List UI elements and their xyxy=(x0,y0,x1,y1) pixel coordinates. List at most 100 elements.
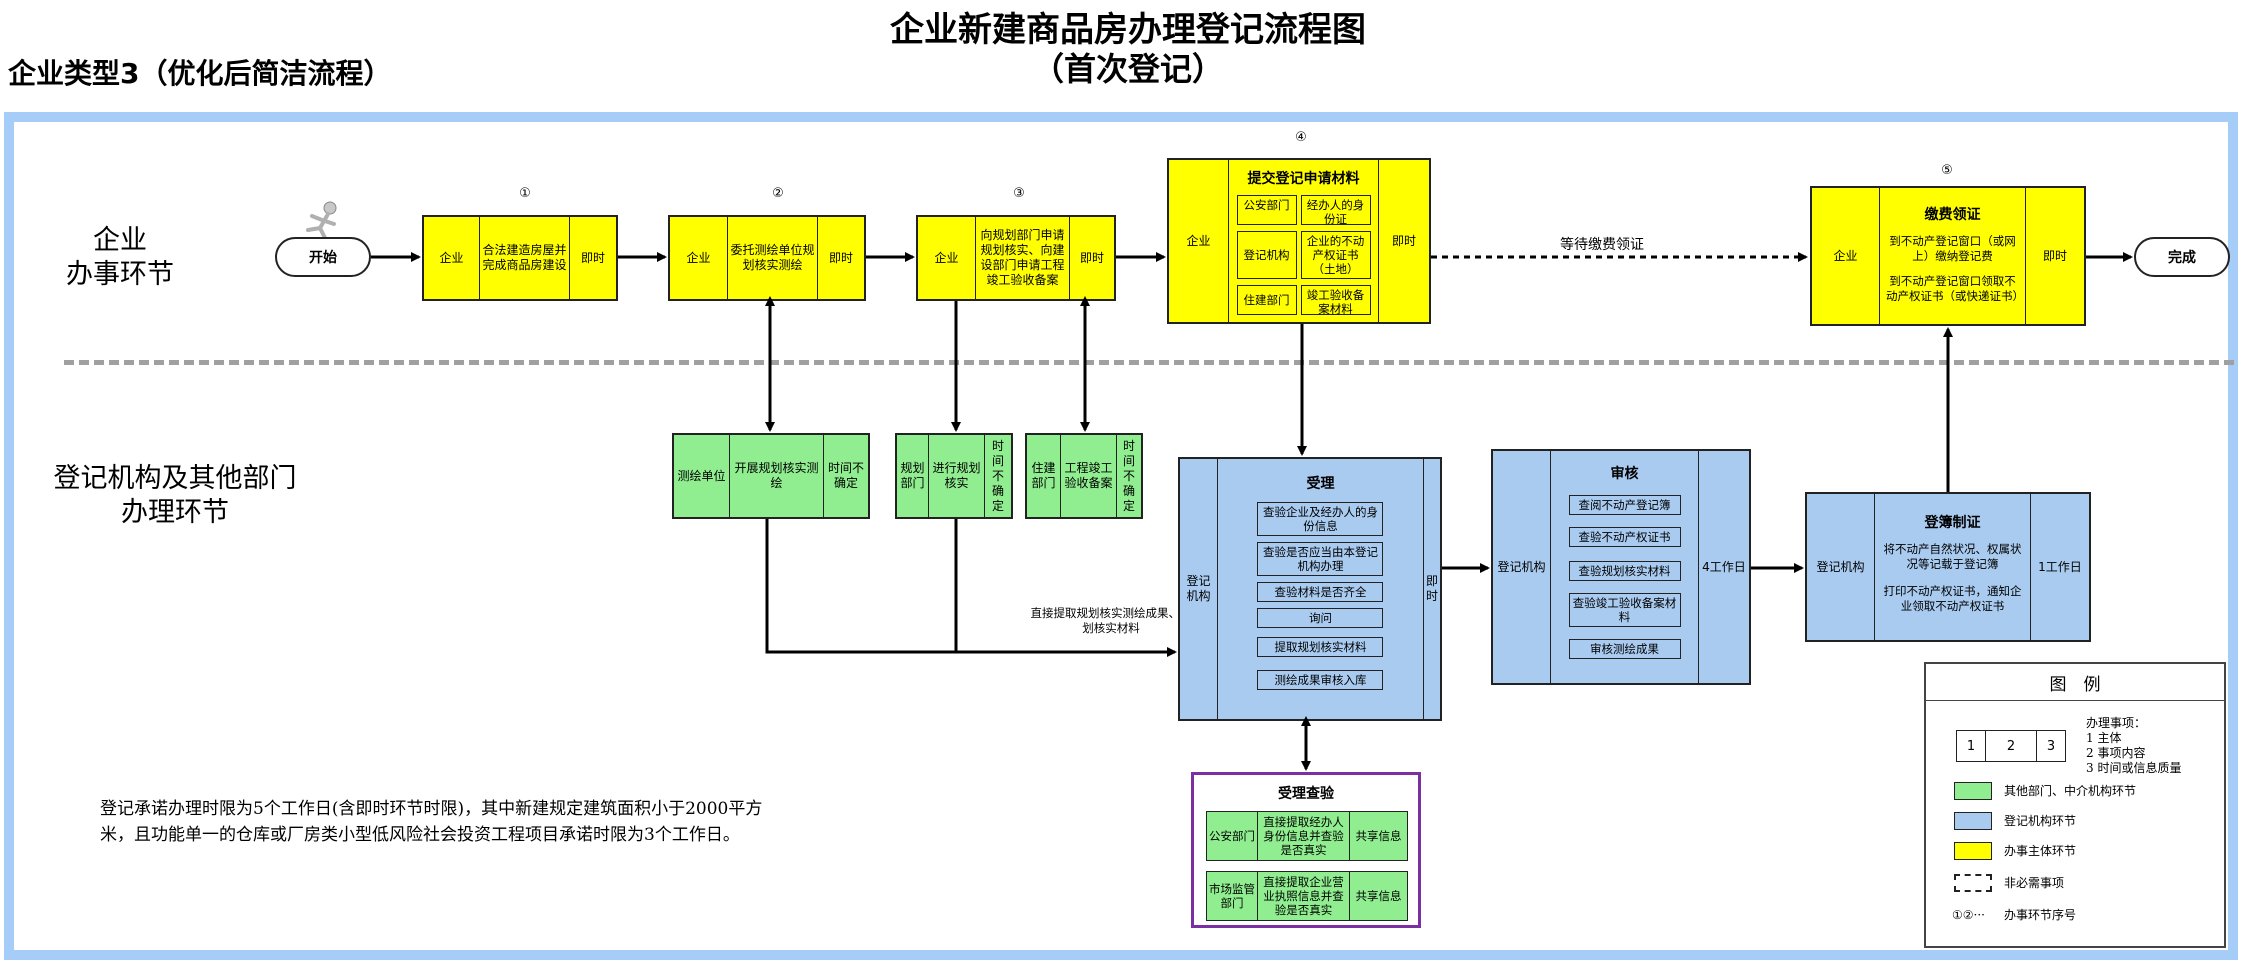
legend-divider xyxy=(1926,700,2224,701)
step-1-subject: 企业 xyxy=(424,217,480,299)
note-line-2: 米，且功能单一的仓库或厂房类小型低风险社会投资工程项目承诺时限为3个工作日。 xyxy=(100,825,740,845)
review-item-1: 查阅不动产登记簿 xyxy=(1568,495,1681,515)
step-3-content: 向规划部门申请规划核实、向建设部门申请工程竣工验收备案 xyxy=(976,217,1070,299)
review-header: 审核 xyxy=(1610,466,1639,482)
step-1-box: 企业 合法建造房屋并完成商品房建设 即时 xyxy=(422,215,618,301)
step-number-1: ① xyxy=(519,186,531,201)
accept-header: 受理 xyxy=(1306,476,1335,492)
legend-yellow-label: 办事主体环节 xyxy=(2004,844,2077,858)
step-5-box: 企业 缴费领证 到不动产登记窗口（或网上）缴纳登记费 到不动产登记窗口领取不动产… xyxy=(1810,186,2086,326)
verify-row-1: 公安部门 直接提取经办人身份信息并查验是否真实 共享信息 xyxy=(1206,811,1408,861)
step-2-content: 委托测绘单位规划核实测绘 xyxy=(728,217,818,299)
lane-label-agency: 登记机构及其他部门办理环节 xyxy=(53,463,297,528)
review-box: 登记机构 审核 查阅不动产登记簿 查验不动产权证书 查验规划核实材料 查验竣工验… xyxy=(1491,449,1751,685)
green-1-subject: 测绘单位 xyxy=(674,435,730,517)
step-4-time: 即时 xyxy=(1391,233,1416,248)
green-box-planning: 规划部门 进行规划核实 时间不确定 xyxy=(895,433,1013,519)
review-item-4: 查验竣工验收备案材料 xyxy=(1568,593,1681,627)
end-node: 完成 xyxy=(2134,237,2230,277)
legend-dashed-swatch xyxy=(1954,874,1992,892)
lane-label-enterprise: 企业办事环节 xyxy=(66,225,174,290)
green-3-subject: 住建部门 xyxy=(1027,435,1061,517)
green-3-time: 时间不确定 xyxy=(1122,438,1135,513)
legend-green-swatch xyxy=(1954,782,1992,800)
commitment-note: 登记承诺办理时限为5个工作日(含即时环节时限)，其中新建规定建筑面积小于2000… xyxy=(100,796,880,848)
legend-cell-3: 3 xyxy=(2037,730,2066,762)
step-3-time: 即时 xyxy=(1079,250,1104,265)
step-number-4: ④ xyxy=(1295,130,1307,145)
accept-item-3: 查验材料是否齐全 xyxy=(1257,582,1384,602)
start-node: 开始 xyxy=(275,237,371,277)
step-2-subject: 企业 xyxy=(670,217,728,299)
step-1-content: 合法建造房屋并完成商品房建设 xyxy=(480,217,570,299)
verify-row-1-content: 直接提取经办人身份信息并查验是否真实 xyxy=(1258,811,1350,861)
legend: 图 例 1 2 3 办理事项： 1 主体 2 事项内容 3 时间或信息质量 其他… xyxy=(1924,662,2226,948)
step-4-dept-1: 公安部门 xyxy=(1236,195,1297,225)
verify-row-2: 市场监管部门 直接提取企业营业执照信息并查验是否真实 共享信息 xyxy=(1206,871,1408,921)
arrow-extract-to-accept xyxy=(765,519,1177,657)
review-subject: 登记机构 xyxy=(1493,451,1551,683)
step-4-doc-1: 经办人的身份证 xyxy=(1300,195,1371,226)
step-5-time: 即时 xyxy=(2042,248,2067,263)
green-2-time: 时间不确定 xyxy=(991,438,1004,513)
legend-sample-box: 1 2 3 xyxy=(1956,730,2066,762)
type-label: 企业类型3（优化后简洁流程） xyxy=(8,57,392,90)
step-number-5: ⑤ xyxy=(1941,163,1953,178)
green-box-construction: 住建部门 工程竣工验收备案 时间不确定 xyxy=(1025,433,1143,519)
record-line-2: 打印不动产权证书，通知企业领取不动产权证书 xyxy=(1883,584,2022,613)
legend-dashed-label: 非必需事项 xyxy=(2004,876,2065,890)
review-time: 4工作日 xyxy=(1702,559,1746,574)
accept-subject: 登记机构 xyxy=(1180,459,1218,719)
accept-item-5: 提取规划核实材料 xyxy=(1257,637,1384,657)
green-1-content: 开展规划核实测绘 xyxy=(730,435,824,517)
legend-numbering-symbol: ①②··· xyxy=(1952,908,1985,922)
step-number-3: ③ xyxy=(1013,186,1025,201)
legend-desc: 办理事项： 1 主体 2 事项内容 3 时间或信息质量 xyxy=(2086,716,2182,775)
step-5-line-2: 到不动产登记窗口领取不动产权证书（或快递证书） xyxy=(1886,274,2024,303)
verify-row-2-dept: 市场监管部门 xyxy=(1206,871,1258,921)
record-subject: 登记机构 xyxy=(1807,494,1875,640)
running-person-icon xyxy=(306,201,337,242)
verify-box: 受理查验 公安部门 直接提取经办人身份信息并查验是否真实 共享信息 市场监管部门… xyxy=(1191,772,1421,928)
green-1-time: 时间不确定 xyxy=(827,461,864,490)
step-4-doc-3: 竣工验收备案材料 xyxy=(1300,285,1371,316)
legend-green-label: 其他部门、中介机构环节 xyxy=(2004,784,2137,798)
note-line-1: 登记承诺办理时限为5个工作日(含即时环节时限)，其中新建规定建筑面积小于2000… xyxy=(100,799,763,819)
legend-blue-label: 登记机构环节 xyxy=(2004,814,2077,828)
page-title: 企业新建商品房办理登记流程图 xyxy=(890,10,1366,50)
verify-row-2-content: 直接提取企业营业执照信息并查验是否真实 xyxy=(1258,871,1350,921)
step-4-header: 提交登记申请材料 xyxy=(1247,171,1360,187)
step-5-content: 缴费领证 到不动产登记窗口（或网上）缴纳登记费 到不动产登记窗口领取不动产权证书… xyxy=(1880,188,2026,324)
accept-item-6: 测绘成果审核入库 xyxy=(1257,670,1384,690)
step-number-2: ② xyxy=(772,186,784,201)
legend-cell-1: 1 xyxy=(1956,730,1986,762)
accept-box: 登记机构 受理 查验企业及经办人的身份信息 查验是否应当由本登记机构办理 查验材… xyxy=(1178,457,1442,721)
step-1-time: 即时 xyxy=(580,250,605,265)
verify-row-1-share: 共享信息 xyxy=(1350,811,1408,861)
green-box-surveying: 测绘单位 开展规划核实测绘 时间不确定 xyxy=(672,433,870,519)
legend-numbering-label: 办事环节序号 xyxy=(2004,908,2077,922)
verify-row-2-share: 共享信息 xyxy=(1350,871,1408,921)
diagram-frame xyxy=(4,112,2238,960)
step-5-header: 缴费领证 xyxy=(1924,207,1981,223)
accept-time: 即时 xyxy=(1425,574,1438,603)
step-4-box: 企业 提交登记申请材料 公安部门 经办人的身份证 登记机构 企业的不动产权证书（… xyxy=(1167,158,1431,324)
green-3-content: 工程竣工验收备案 xyxy=(1061,435,1117,517)
verify-row-1-dept: 公安部门 xyxy=(1206,811,1258,861)
extract-label: 直接提取规划核实测绘成果、规划核实材料 xyxy=(1030,606,1192,635)
record-line-1: 将不动产自然状况、权属状况等记载于登记簿 xyxy=(1883,542,2022,571)
step-3-box: 企业 向规划部门申请规划核实、向建设部门申请工程竣工验收备案 即时 xyxy=(916,215,1116,301)
accept-content: 受理 查验企业及经办人的身份信息 查验是否应当由本登记机构办理 查验材料是否齐全… xyxy=(1218,459,1424,719)
step-4-subject: 企业 xyxy=(1169,160,1229,322)
review-item-5: 审核测绘成果 xyxy=(1568,639,1681,659)
verify-header: 受理查验 xyxy=(1278,786,1334,802)
legend-title: 图 例 xyxy=(2049,675,2101,695)
step-5-subject: 企业 xyxy=(1812,188,1880,324)
record-box: 登记机构 登簿制证 将不动产自然状况、权属状况等记载于登记簿 打印不动产权证书，… xyxy=(1805,492,2091,642)
wait-label: 等待缴费领证 xyxy=(1560,237,1644,253)
legend-yellow-swatch xyxy=(1954,842,1992,860)
lane-divider xyxy=(64,360,2234,365)
record-time: 1工作日 xyxy=(2038,559,2082,574)
step-4-dept-2: 登记机构 xyxy=(1236,231,1297,279)
